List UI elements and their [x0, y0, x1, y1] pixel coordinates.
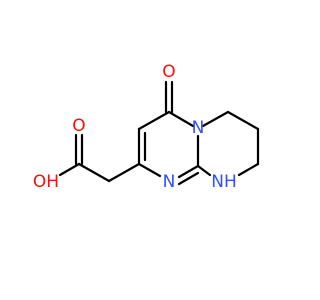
- bond-n-ch2-a: [201, 110, 230, 128]
- bond-cco-n: [167, 110, 195, 128]
- structure-canvas: O N N NH OH O: [33, 62, 260, 192]
- bond-npyr-camid-b: [177, 171, 200, 186]
- atom-oh: OH: [33, 172, 59, 192]
- bond-nh-camid: [196, 164, 212, 177]
- atom-o-acid: O: [72, 116, 85, 136]
- bond-cco-ch: [137, 110, 171, 131]
- atom-labels: O N N NH OH O: [33, 62, 237, 192]
- bond-ch2-ch2-a: [226, 110, 260, 131]
- bond-ch2-cooh: [77, 162, 111, 183]
- bond-npyr-camid-a: [177, 164, 200, 179]
- atom-nh: NH: [211, 172, 237, 192]
- bond-c-ch2: [107, 162, 141, 183]
- atom-n-ring: N: [192, 118, 205, 138]
- molecule-structure: O N N NH OH O: [33, 62, 260, 192]
- bond-ch2-nh: [237, 162, 260, 177]
- atom-n-pyrimidine: N: [163, 172, 176, 192]
- bond-c-oh: [58, 162, 81, 177]
- atom-o-keto: O: [162, 62, 175, 82]
- bonds: [58, 80, 260, 186]
- bond-c-npyr: [137, 162, 162, 178]
